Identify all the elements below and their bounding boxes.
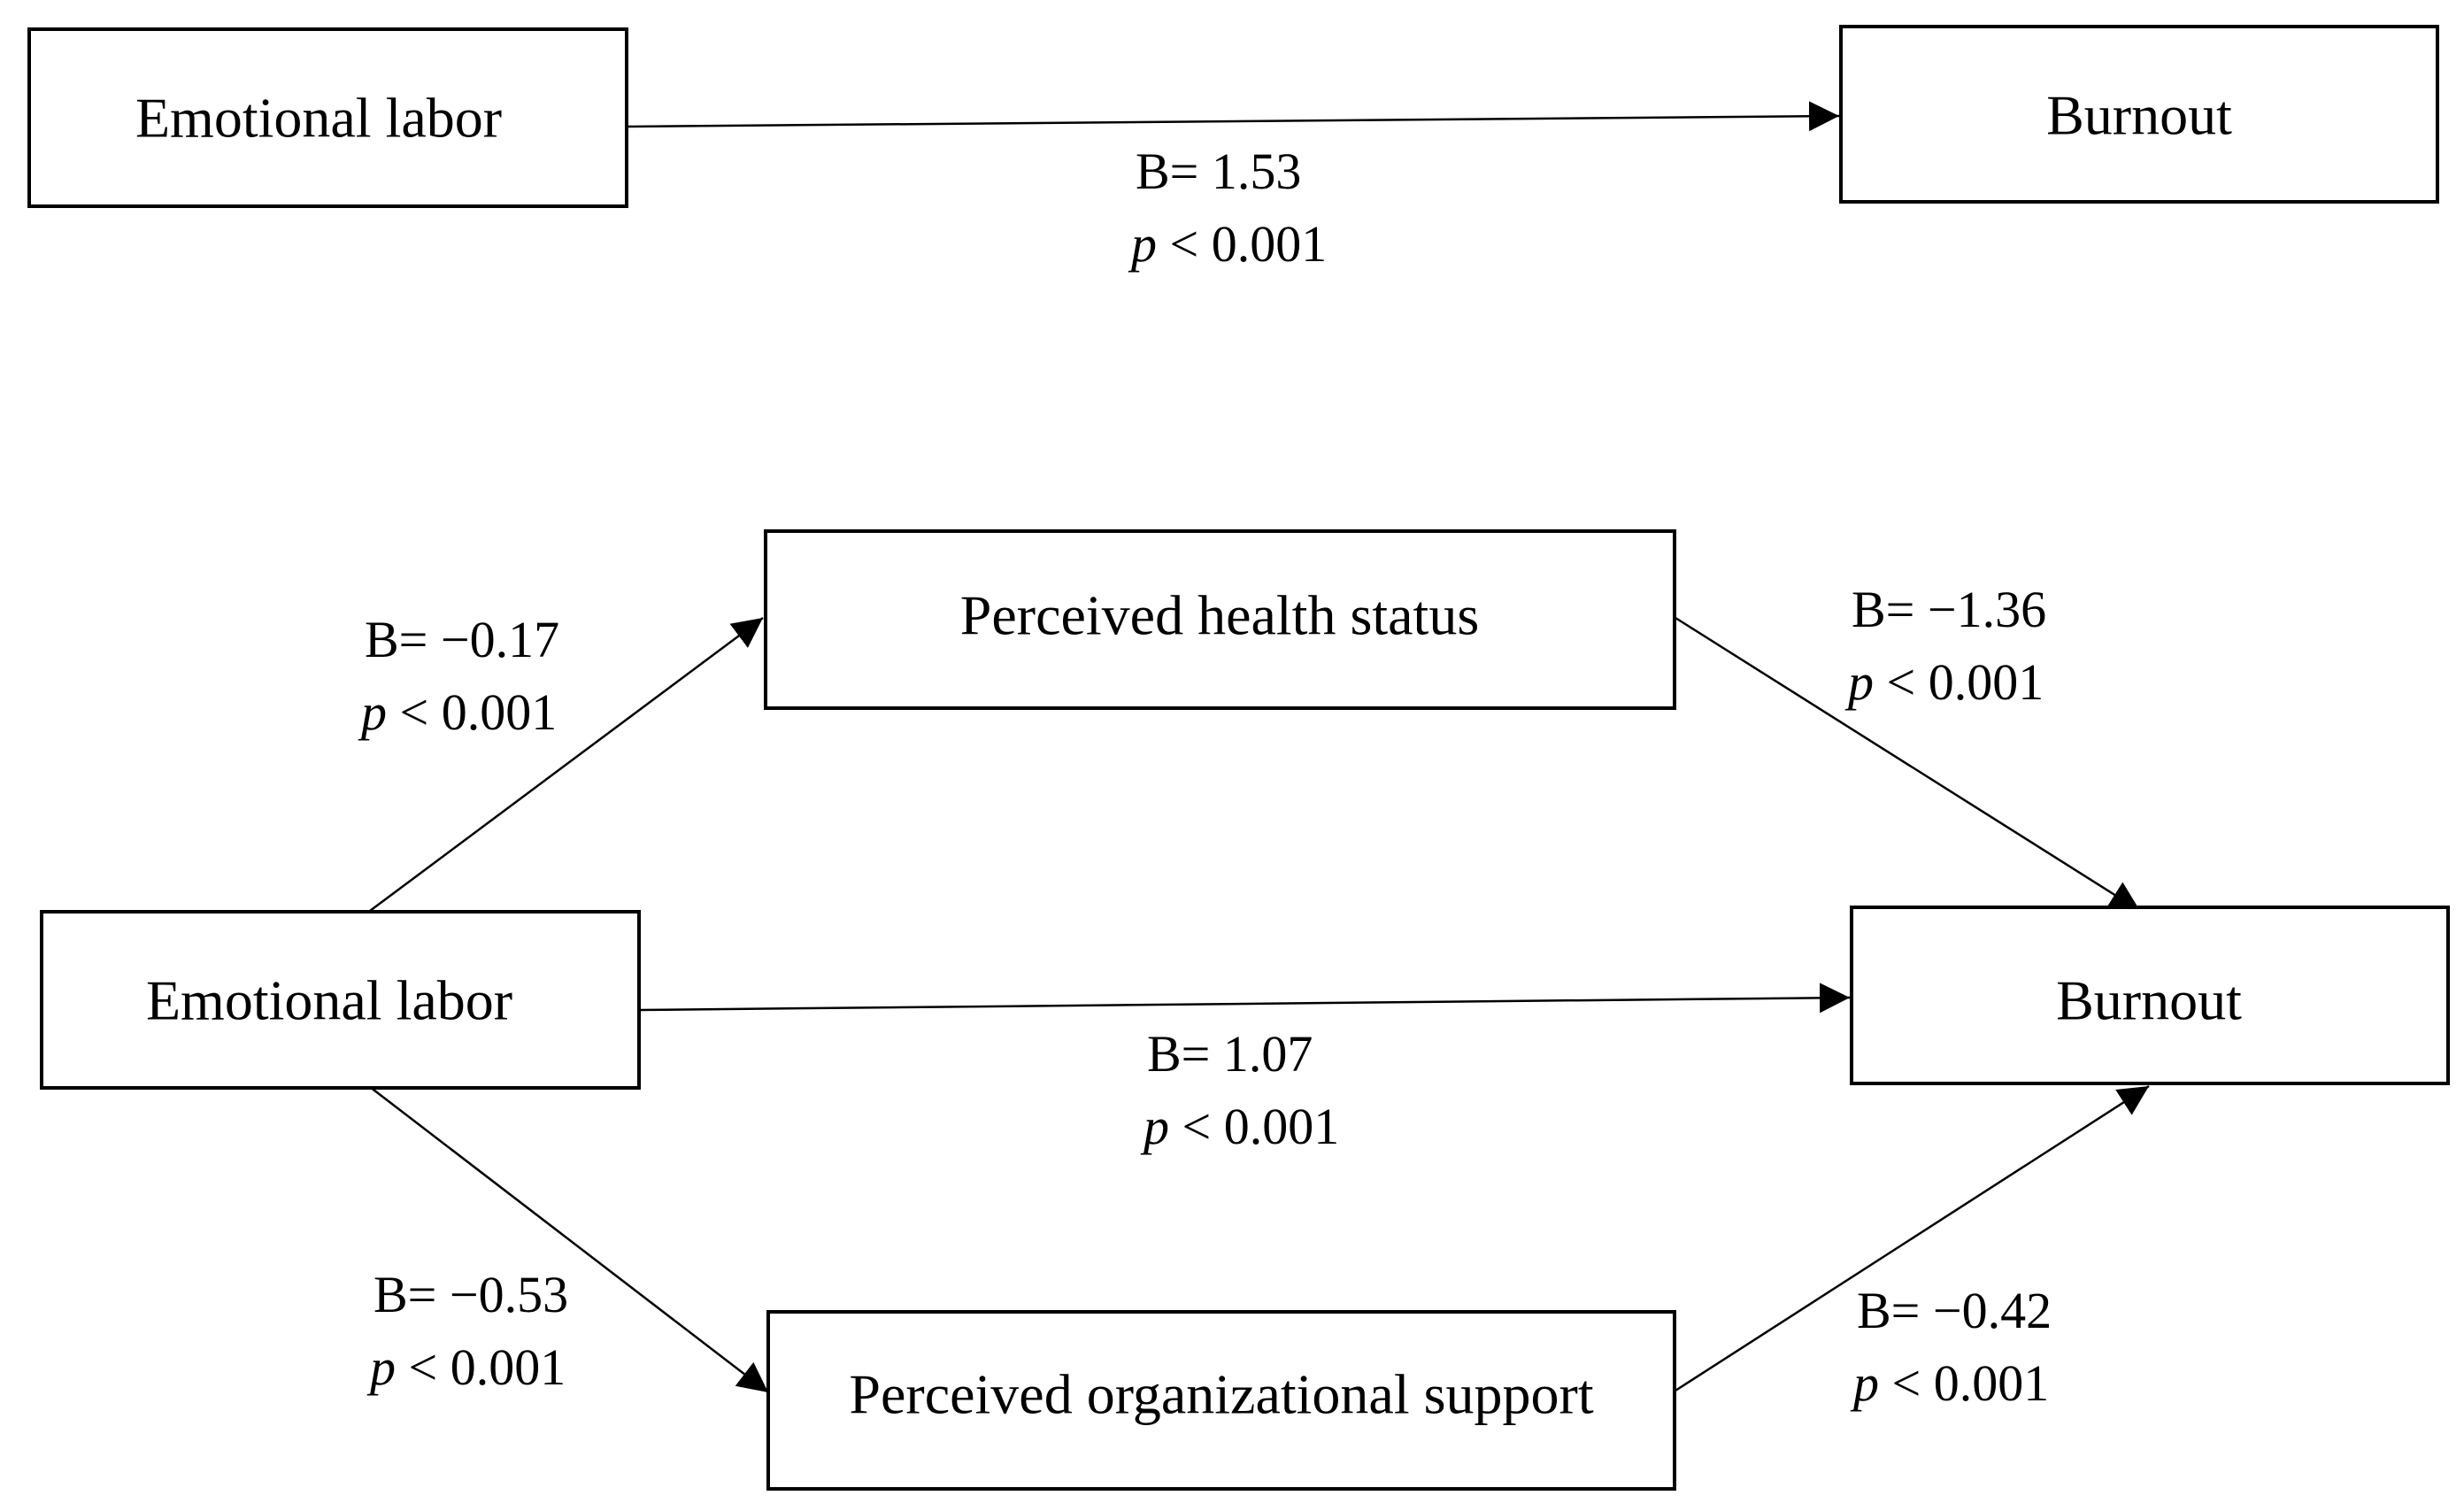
top-path-coef: B= 1.53 — [1136, 143, 1301, 200]
path-label-el-health: B= −0.17 p < 0.001 — [358, 611, 559, 741]
path-label-el-burnout: B= 1.07 p < 0.001 — [1140, 1025, 1339, 1155]
node-burnout: Burnout — [1850, 906, 2450, 1085]
path-el-burnout-coef: B= 1.07 — [1147, 1025, 1313, 1083]
node-burnout-label: Burnout — [2056, 969, 2242, 1032]
edge-emotional-labor-to-health-status — [369, 616, 764, 913]
path-el-health-coef: B= −0.17 — [365, 611, 559, 668]
node-emotional-labor-label: Emotional labor — [146, 969, 512, 1032]
top-model: Emotional labor Burnout B= 1.53 p < 0.00… — [27, 25, 2439, 273]
node-health-status: Perceived health status — [764, 529, 1676, 710]
top-path-label-el-burnout: B= 1.53 p < 0.001 — [1128, 143, 1327, 273]
edge-org-support-to-burnout — [1675, 1084, 2150, 1392]
top-edge-emotional-labor-to-burnout — [628, 101, 1840, 132]
path-label-support-burnout: B= −0.42 p < 0.001 — [1850, 1282, 2052, 1412]
top-node-emotional-labor-label: Emotional labor — [135, 87, 502, 150]
path-label-health-burnout: B= −1.36 p < 0.001 — [1844, 581, 2046, 711]
path-label-el-support: B= −0.53 p < 0.001 — [366, 1266, 568, 1396]
edge-health-status-to-burnout — [1675, 616, 2141, 913]
top-node-burnout-label: Burnout — [2046, 84, 2232, 147]
mediation-model: Emotional labor Perceived health status … — [40, 529, 2450, 1491]
node-org-support-label: Perceived organizational support — [849, 1363, 1593, 1426]
node-health-status-label: Perceived health status — [960, 584, 1479, 647]
node-org-support: Perceived organizational support — [766, 1310, 1676, 1491]
path-support-burnout-pvalue: p < 0.001 — [1850, 1354, 2049, 1412]
top-path-pvalue: p < 0.001 — [1128, 215, 1327, 273]
path-el-burnout-pvalue: p < 0.001 — [1140, 1098, 1339, 1155]
edge-emotional-labor-to-org-support — [369, 1086, 769, 1393]
edge-emotional-labor-to-burnout — [640, 983, 1851, 1014]
path-el-health-pvalue: p < 0.001 — [358, 683, 557, 741]
path-health-burnout-pvalue: p < 0.001 — [1844, 653, 2044, 711]
top-node-burnout: Burnout — [1839, 25, 2439, 204]
path-health-burnout-coef: B= −1.36 — [1852, 581, 2046, 638]
node-emotional-labor: Emotional labor — [40, 910, 641, 1090]
path-support-burnout-coef: B= −0.42 — [1857, 1282, 2052, 1339]
path-el-support-coef: B= −0.53 — [373, 1266, 568, 1323]
path-el-support-pvalue: p < 0.001 — [366, 1338, 566, 1396]
top-node-emotional-labor: Emotional labor — [27, 27, 628, 208]
